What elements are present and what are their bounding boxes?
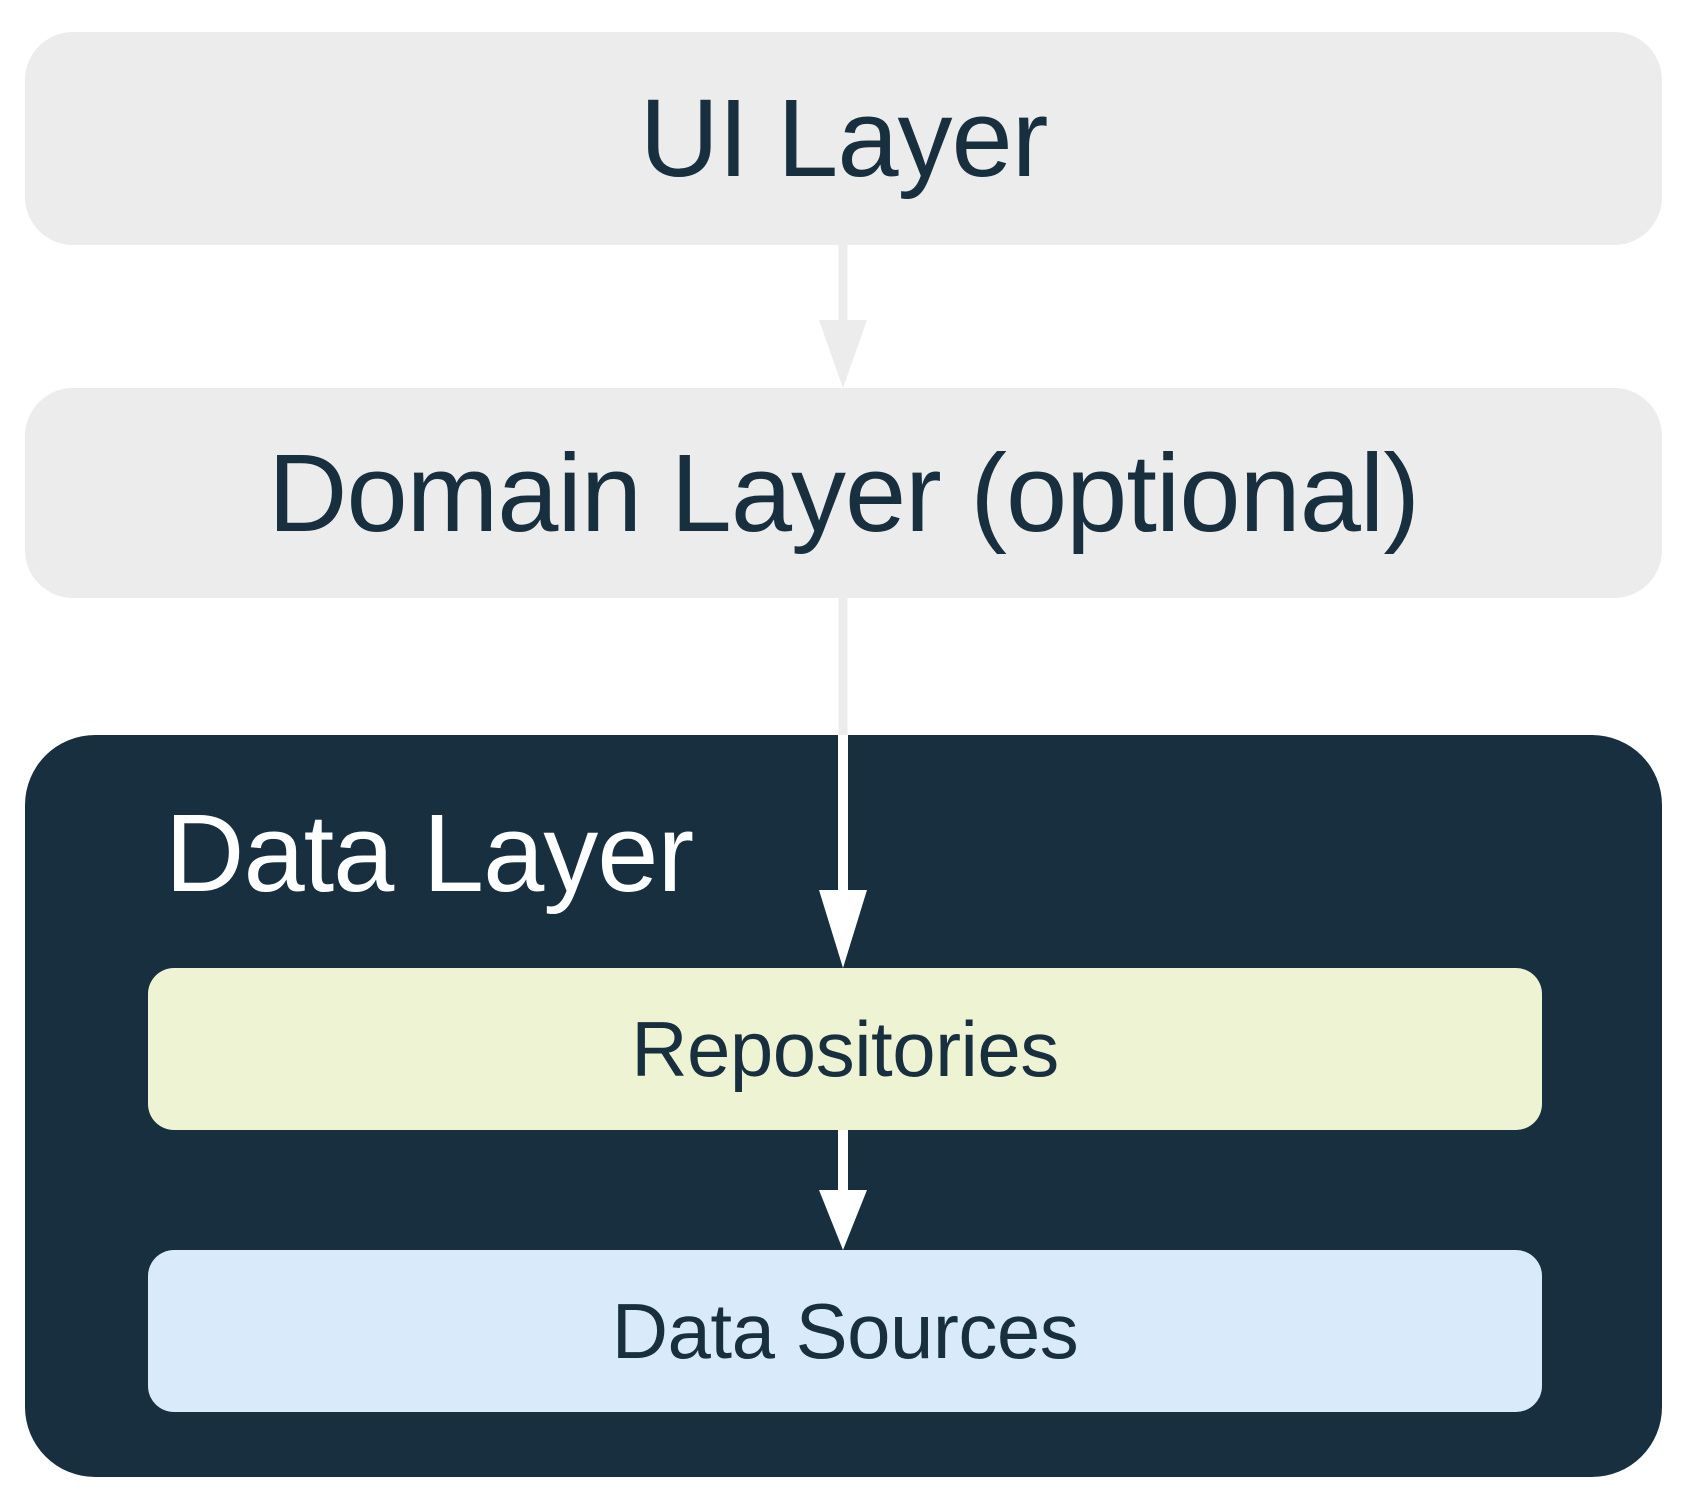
domain-layer-box: Domain Layer (optional)	[25, 388, 1662, 598]
arrow-ui-to-domain	[819, 245, 867, 388]
repositories-label: Repositories	[631, 1004, 1059, 1093]
arrow-shaft	[838, 245, 848, 323]
arrow-shaft-lower	[838, 735, 848, 893]
data-sources-label: Data Sources	[611, 1286, 1079, 1375]
repositories-box: Repositories	[148, 968, 1542, 1130]
data-sources-box: Data Sources	[148, 1250, 1542, 1412]
arrow-domain-to-repositories	[819, 598, 867, 968]
data-layer-label: Data Layer	[165, 792, 694, 915]
arrow-head	[819, 1190, 867, 1250]
ui-layer-label: UI Layer	[639, 77, 1049, 200]
domain-layer-label: Domain Layer (optional)	[268, 431, 1420, 555]
arrow-repositories-to-data-sources	[819, 1130, 867, 1250]
arrow-shaft	[838, 1130, 848, 1192]
arrow-head	[819, 320, 867, 388]
ui-layer-box: UI Layer	[25, 32, 1662, 245]
arrow-shaft-upper	[838, 598, 848, 737]
arrow-head	[819, 890, 867, 968]
